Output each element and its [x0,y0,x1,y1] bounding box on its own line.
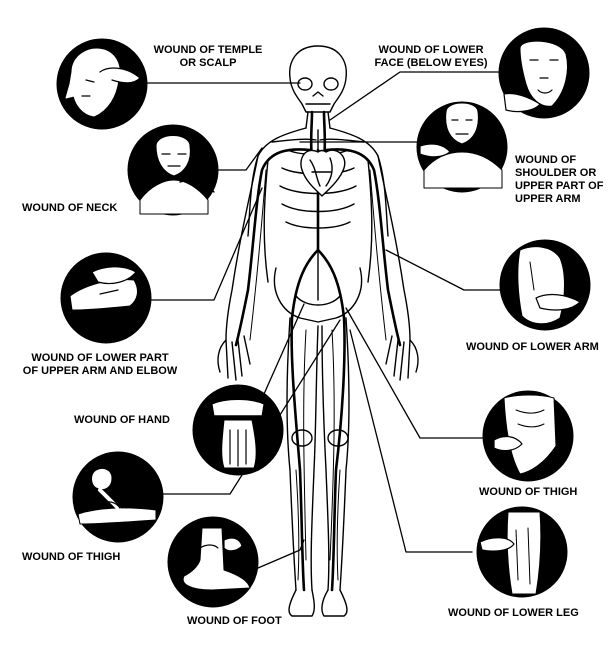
label-line: WOUND OF THIGH [22,551,121,563]
lower-arm-pressure-point-icon [499,239,591,331]
label-wound-of-hand: WOUND OF HAND [74,414,170,427]
vein-network [249,169,387,581]
shoulder-pressure-point-icon [416,101,508,193]
label-line: UPPER ARM [515,193,581,205]
label-line: WOUND OF FOOT [187,615,282,627]
label-line: WOUND OF LOWER ARM [466,341,599,353]
temple-pressure-point-icon [56,38,148,130]
label-line: FACE (BELOW EYES) [374,57,488,69]
label-line: OF UPPER ARM AND ELBOW [22,365,178,377]
label-line: WOUND OF NECK [22,202,118,214]
neck-pressure-point-icon [127,124,219,216]
label-line: SHOULDER OR [515,167,597,179]
label-line: WOUND OF LOWER LEG [448,607,579,619]
label-wound-of-neck: WOUND OF NECK [22,202,117,215]
groin-pressure-point-icon [482,390,574,482]
leader-lines [146,71,514,569]
label-line: WOUND OF LOWER PART [31,352,169,364]
label-wound-of-thigh-right: WOUND OF THIGH [479,486,577,499]
label-line: WOUND OF LOWER [378,44,484,56]
label-wound-of-lower-face: WOUND OF LOWER FACE (BELOW EYES) [366,44,496,70]
label-line: WOUND OF TEMPLE [153,44,263,56]
label-wound-of-temple: WOUND OF TEMPLE OR SCALP [148,44,268,70]
heart [300,149,346,197]
jaw-pressure-point-icon [498,27,590,119]
label-wound-of-thigh-left: WOUND OF THIGH [22,551,120,564]
human-body-outline [217,45,419,617]
upper-arm-pressure-point-icon [60,252,152,344]
ankle-pressure-point-icon [167,516,259,608]
label-wound-of-shoulder: WOUND OF SHOULDER OR UPPER PART OF UPPER… [515,154,603,206]
label-wound-of-lower-leg: WOUND OF LOWER LEG [448,607,579,620]
wrist-pressure-point-icon [192,384,284,476]
label-line: UPPER PART OF [515,180,604,192]
label-wound-of-foot: WOUND OF FOOT [187,615,282,628]
label-wound-of-lower-arm: WOUND OF LOWER ARM [466,341,599,354]
label-wound-of-lower-part-of-upper-arm: WOUND OF LOWER PART OF UPPER ARM AND ELB… [10,352,190,378]
label-line: WOUND OF THIGH [479,486,578,498]
label-line: OR SCALP [179,57,237,69]
label-line: WOUND OF HAND [74,414,170,426]
label-line: WOUND OF [515,154,577,166]
knee-pressure-point-icon [476,506,568,598]
thigh-pressure-point-icon [72,451,164,543]
